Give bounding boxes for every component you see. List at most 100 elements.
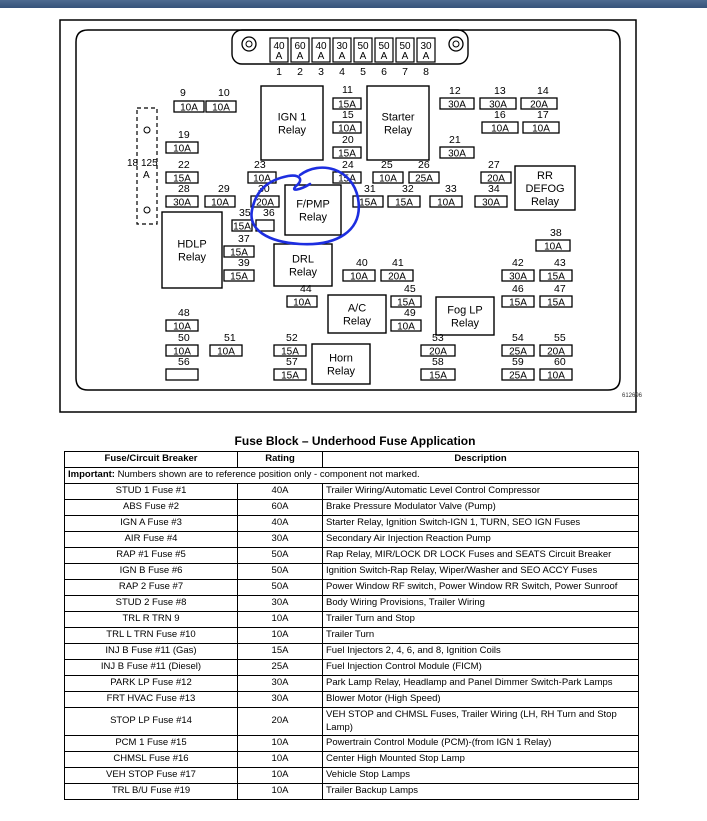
fuse-56: 56 bbox=[165, 356, 199, 381]
fuse-body bbox=[372, 171, 404, 184]
fuse-body bbox=[539, 368, 573, 381]
fuse-rating: 10A bbox=[350, 272, 368, 283]
fuse-body bbox=[165, 319, 199, 332]
fuse-rating: 20A bbox=[530, 100, 548, 111]
fuse-rating: 15A bbox=[230, 248, 248, 259]
fuse-position: 53 bbox=[432, 332, 444, 344]
fuse-body bbox=[501, 295, 535, 308]
fuse-rating: 15A bbox=[338, 100, 356, 111]
fuse-body bbox=[255, 219, 275, 232]
relay-label-line: Relay bbox=[178, 252, 207, 264]
fuse-body bbox=[250, 195, 280, 208]
cell-description: Fuel Injection Control Module (FICM) bbox=[322, 659, 639, 676]
top-fuse-body bbox=[416, 37, 436, 63]
cell-rating: 30A bbox=[237, 691, 323, 708]
fuse-position: 36 bbox=[263, 207, 275, 219]
fuse-position: 12 bbox=[449, 85, 461, 97]
fuse-position: 19 bbox=[178, 129, 190, 141]
fuse-body bbox=[223, 245, 255, 258]
fuse-rating: 15A bbox=[547, 272, 565, 283]
cell-rating: 50A bbox=[237, 579, 323, 596]
fuse-body bbox=[286, 295, 318, 308]
cell-rating: 20A bbox=[237, 706, 323, 737]
cell-description: Ignition Switch-Rap Relay, Wiper/Washer … bbox=[322, 563, 639, 580]
fuse-rating: 15A bbox=[173, 174, 191, 185]
important-note-row: Important: Numbers shown are to referenc… bbox=[64, 467, 639, 484]
fuse-body bbox=[342, 269, 376, 282]
relay-label-line: Relay bbox=[384, 125, 413, 137]
fuse-rating: 25A bbox=[509, 347, 527, 358]
fuse-body bbox=[173, 100, 205, 113]
fuse-rating: 15A bbox=[281, 347, 299, 358]
cell-fuse: ABS Fuse #2 bbox=[64, 499, 238, 516]
relay-label-line: DEFOG bbox=[525, 183, 564, 195]
top-fuse-rating-value: 30 bbox=[420, 41, 432, 52]
table-header-row: Fuse/Circuit Breaker Rating Description bbox=[64, 451, 639, 468]
top-fuse-rating-unit: A bbox=[360, 51, 367, 62]
fuse-position: 40 bbox=[356, 257, 368, 269]
cell-fuse: PARK LP Fuse #12 bbox=[64, 675, 238, 692]
fuse-body bbox=[479, 97, 517, 110]
fuse-rating: 10A bbox=[293, 298, 311, 309]
header-fuse: Fuse/Circuit Breaker bbox=[64, 451, 238, 468]
fuse-position: 13 bbox=[494, 85, 506, 97]
fuse-body bbox=[165, 171, 199, 184]
connector-label-125: 125 bbox=[141, 158, 158, 169]
cell-rating: 10A bbox=[237, 767, 323, 785]
fuse-position: 28 bbox=[178, 183, 190, 195]
cell-fuse: PCM 1 Fuse #15 bbox=[64, 735, 238, 753]
top-fuse-rating-unit: A bbox=[339, 51, 346, 62]
fuse-position: 24 bbox=[342, 159, 354, 171]
fuse-body bbox=[165, 344, 199, 357]
fuse-body bbox=[273, 368, 307, 381]
cell-fuse: IGN B Fuse #6 bbox=[64, 563, 238, 580]
fuse-position: 14 bbox=[537, 85, 549, 97]
fuse-body bbox=[420, 368, 456, 381]
fuse-rating: 20A bbox=[256, 198, 274, 209]
fuse-rating: 10A bbox=[217, 347, 235, 358]
top-fuse-body bbox=[374, 37, 394, 63]
fuse-body bbox=[209, 344, 243, 357]
top-fuse-position: 5 bbox=[360, 66, 366, 78]
fuse-rating: 15A bbox=[397, 298, 415, 309]
fuse-position: 46 bbox=[512, 283, 524, 295]
fuse-application-table: Fuse/Circuit Breaker Rating Description … bbox=[64, 451, 639, 801]
fuse-position: 32 bbox=[402, 183, 414, 195]
relay-body bbox=[366, 85, 430, 161]
fuse-rating: 10A bbox=[180, 103, 198, 114]
relay-label-line: Relay bbox=[289, 267, 318, 279]
fuse-position: 56 bbox=[178, 356, 190, 368]
fuse-body bbox=[522, 121, 560, 134]
